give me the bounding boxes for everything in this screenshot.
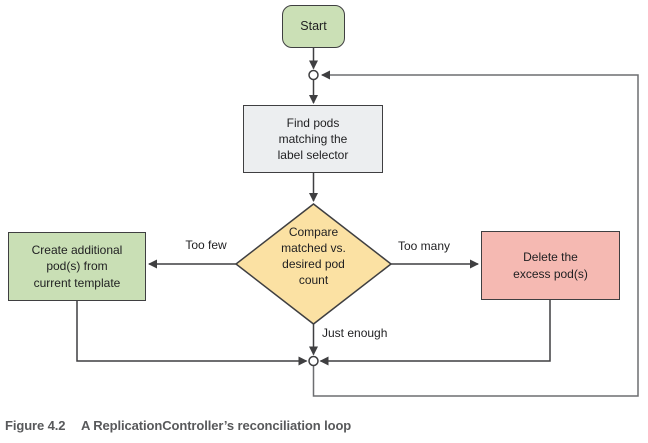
edge-create-to-junction: [76, 301, 308, 366]
junction-bottom-circle: [308, 355, 319, 367]
figure-caption-text: A ReplicationController’s reconciliation…: [80, 418, 352, 433]
edge-label-too-many: Too many: [397, 239, 451, 253]
node-start: Start: [282, 5, 345, 48]
edge-delete-to-junction: [319, 300, 551, 366]
node-delete-pods: Delete the excess pod(s): [481, 231, 620, 300]
node-compare-label: Compare matched vs. desired pod count: [281, 225, 346, 287]
node-create-pods: Create additional pod(s) from current te…: [8, 232, 146, 301]
junction-top-circle: [308, 69, 319, 81]
node-find-pods: Find pods matching the label selector: [243, 105, 383, 173]
figure-caption: Figure 4.2 A ReplicationController’s rec…: [5, 418, 351, 433]
decision-diamond-compare: [234, 203, 393, 325]
edge-label-too-few: Too few: [185, 238, 227, 252]
edge-loop-back: [312, 70, 639, 397]
figure-caption-number: Figure 4.2: [5, 418, 66, 433]
edge-label-just-enough: Just enough: [322, 326, 388, 340]
